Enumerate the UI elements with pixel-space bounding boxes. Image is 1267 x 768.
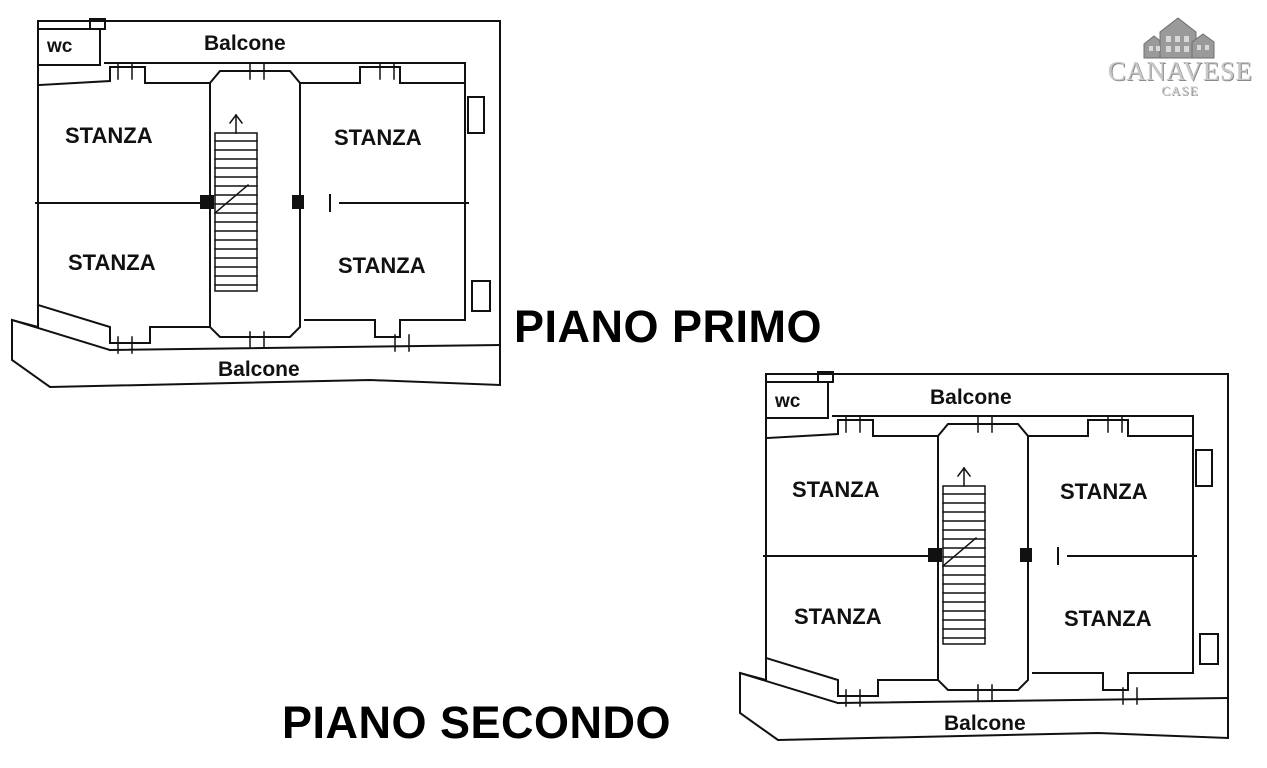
right-niche <box>467 96 485 134</box>
houses-icon <box>1143 17 1215 59</box>
canavese-case-logo: CANAVESE CASE <box>1100 14 1260 104</box>
room-top-left-label: STANZA <box>792 477 880 502</box>
balcony-bottom-edge <box>836 696 1230 705</box>
room-bottom-right-label: STANZA <box>338 253 426 278</box>
wc-room <box>765 381 829 419</box>
stair-arrow-head <box>956 466 972 478</box>
room-top-right-label: STANZA <box>334 125 422 150</box>
window-ticks <box>845 415 1138 707</box>
balcony-bottom-label: Balcone <box>218 358 300 381</box>
logo-sub-text: CASE <box>1161 83 1199 98</box>
stair-diagonal <box>941 536 978 568</box>
room-bottom-left-label: STANZA <box>68 250 156 275</box>
balcony-bottom-edge <box>108 343 502 352</box>
right-niche <box>1199 633 1219 665</box>
right-niche <box>1195 449 1213 487</box>
column-block <box>200 195 214 209</box>
wc-vent <box>89 18 106 30</box>
balcony-bottom-edge <box>10 318 112 352</box>
stair-diagonal <box>213 183 250 215</box>
wc-room <box>37 28 101 66</box>
right-rooms-wall <box>1027 419 1194 691</box>
room-top-right-label: STANZA <box>1060 479 1148 504</box>
room-bottom-left-label: STANZA <box>794 604 882 629</box>
floor-plan-secondo: wc Balcone STANZA STANZA STANZA STANZA B… <box>738 368 1230 748</box>
left-rooms-wall <box>764 419 939 697</box>
balcony-top-label: Balcone <box>204 32 286 55</box>
room-top-left-label: STANZA <box>65 123 153 148</box>
balcony-bottom-edge <box>738 671 840 705</box>
floor-title-primo: PIANO PRIMO <box>514 301 823 352</box>
balcony-top-label: Balcone <box>930 386 1012 409</box>
plan-lines <box>10 18 502 389</box>
wc-label: wc <box>775 391 801 412</box>
window-ticks <box>117 62 410 354</box>
stair-arrow-head <box>228 113 244 125</box>
right-niche <box>471 280 491 312</box>
staircase <box>213 113 258 292</box>
right-rooms-wall <box>299 66 466 338</box>
floor-plan-primo: wc Balcone STANZA STANZA STANZA STANZA B… <box>10 15 505 390</box>
balcony-bottom-label: Balcone <box>944 712 1026 735</box>
staircase <box>941 466 986 645</box>
left-rooms-wall <box>36 66 211 344</box>
column-block <box>928 548 942 562</box>
floor-plan-drawing <box>10 18 502 389</box>
room-bottom-right-label: STANZA <box>1064 606 1152 631</box>
floor-plan-drawing <box>738 371 1230 742</box>
floor-title-secondo: PIANO SECONDO <box>282 697 672 748</box>
logo-brand-text: CANAVESE <box>1107 56 1253 86</box>
column-block <box>292 195 304 209</box>
column-block <box>1020 548 1032 562</box>
wc-vent <box>817 371 834 383</box>
wc-label: wc <box>47 36 73 57</box>
plan-lines <box>738 371 1230 742</box>
